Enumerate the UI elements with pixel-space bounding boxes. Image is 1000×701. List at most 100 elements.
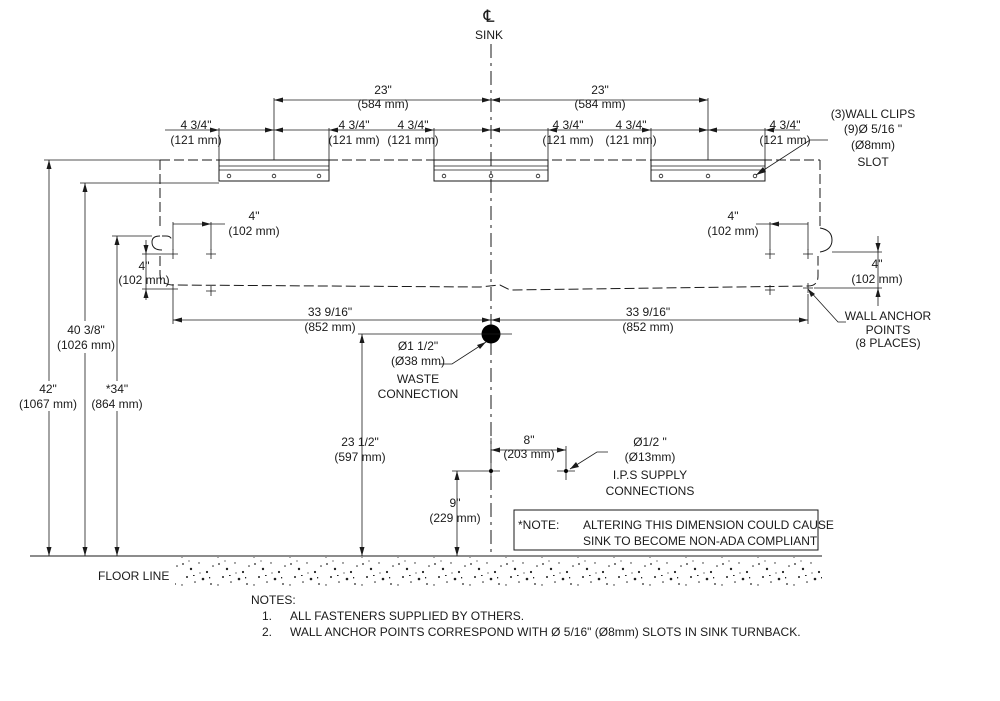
waste-connection — [470, 324, 512, 344]
svg-text:9": 9" — [450, 496, 461, 510]
dim-4-left-horizontal: 4" (102 mm) — [172, 209, 280, 250]
svg-text:40 3/8": 40 3/8" — [67, 323, 105, 337]
waste-callout: Ø1 1/2" (Ø38 mm) WASTE CONNECTION — [378, 339, 487, 401]
svg-text:Ø1/2 ": Ø1/2 " — [633, 435, 667, 449]
svg-text:4": 4" — [139, 259, 150, 273]
svg-text:(121 mm): (121 mm) — [387, 133, 438, 147]
svg-text:(1067 mm): (1067 mm) — [19, 397, 77, 411]
svg-text:(864 mm): (864 mm) — [91, 397, 142, 411]
svg-text:*34": *34" — [106, 382, 128, 396]
note-label: *NOTE: — [518, 518, 559, 532]
floor-line-label: FLOOR LINE — [98, 569, 169, 583]
svg-text:4": 4" — [872, 257, 883, 271]
ada-note-box: *NOTE: ALTERING THIS DIMENSION COULD CAU… — [513, 509, 834, 551]
centerline-label: SINK — [475, 28, 503, 42]
dim-height-23: 23 1/2" (597 mm) — [334, 333, 470, 556]
svg-text:(852 mm): (852 mm) — [304, 320, 355, 334]
svg-text:Ø1 1/2": Ø1 1/2" — [398, 339, 438, 353]
notes-heading: NOTES: — [251, 593, 296, 607]
svg-text:4 3/4": 4 3/4" — [181, 118, 212, 132]
dim-4-right-vertical: 4" (102 mm) — [814, 236, 903, 306]
svg-text:(229 mm): (229 mm) — [429, 511, 480, 525]
svg-text:23": 23" — [374, 83, 392, 97]
wall-clip-right — [650, 159, 766, 182]
dim-height-34: *34" (864 mm) — [91, 235, 152, 556]
svg-text:4 3/4": 4 3/4" — [339, 118, 370, 132]
svg-text:WALL ANCHOR: WALL ANCHOR — [845, 309, 932, 323]
svg-text:(102 mm): (102 mm) — [707, 224, 758, 238]
note-2-number: 2. — [262, 625, 272, 639]
svg-text:(102 mm): (102 mm) — [118, 273, 169, 287]
centerline: ℄ SINK — [475, 7, 503, 556]
svg-text:(102 mm): (102 mm) — [851, 272, 902, 286]
svg-text:(1026 mm): (1026 mm) — [57, 338, 115, 352]
svg-text:4 3/4": 4 3/4" — [770, 118, 801, 132]
svg-text:23 1/2": 23 1/2" — [341, 435, 379, 449]
svg-text:(584 mm): (584 mm) — [574, 97, 625, 111]
note-2-text: WALL ANCHOR POINTS CORRESPOND WITH Ø 5/1… — [290, 625, 801, 639]
svg-text:(203 mm): (203 mm) — [503, 447, 554, 461]
svg-text:33 9/16": 33 9/16" — [308, 305, 352, 319]
svg-text:(Ø13mm): (Ø13mm) — [625, 450, 676, 464]
dim-height-42: 42" (1067 mm) — [19, 159, 160, 556]
note-1-text: ALL FASTENERS SUPPLIED BY OTHERS. — [290, 609, 524, 623]
dim-4-right-horizontal: 4" (102 mm) — [707, 209, 809, 250]
dim-clip-segment-2: 4 3/4" (121 mm) — [328, 118, 379, 147]
dim-clip-segment-5: 4 3/4" (121 mm) — [605, 118, 656, 147]
svg-text:4 3/4": 4 3/4" — [553, 118, 584, 132]
svg-text:(584 mm): (584 mm) — [357, 97, 408, 111]
dim-width-8: 8" (203 mm) — [490, 433, 567, 462]
svg-text:(Ø38 mm): (Ø38 mm) — [391, 354, 445, 368]
svg-text:(3)WALL CLIPS: (3)WALL CLIPS — [831, 107, 915, 121]
svg-text:(121 mm): (121 mm) — [170, 133, 221, 147]
dim-clip-segment-3: 4 3/4" (121 mm) — [387, 118, 438, 147]
svg-text:(Ø8mm): (Ø8mm) — [851, 138, 895, 152]
svg-text:(852 mm): (852 mm) — [622, 320, 673, 334]
svg-text:33 9/16": 33 9/16" — [626, 305, 670, 319]
wall-clip-center — [433, 159, 549, 182]
dim-height-40: 40 3/8" (1026 mm) — [57, 182, 219, 556]
svg-text:(597 mm): (597 mm) — [334, 450, 385, 464]
top-dimensions — [165, 97, 800, 160]
note-1-number: 1. — [262, 609, 272, 623]
floor: FLOOR LINE — [30, 555, 822, 586]
svg-text:SLOT: SLOT — [857, 155, 889, 169]
svg-text:(121 mm): (121 mm) — [542, 133, 593, 147]
svg-text:CONNECTIONS: CONNECTIONS — [606, 484, 695, 498]
anchor-points — [168, 249, 813, 296]
dim-23-right: 23" (584 mm) — [574, 83, 625, 111]
svg-text:WASTE: WASTE — [397, 372, 439, 386]
notes: NOTES: 1. ALL FASTENERS SUPPLIED BY OTHE… — [251, 593, 801, 639]
svg-text:42": 42" — [39, 382, 57, 396]
svg-text:(121 mm): (121 mm) — [759, 133, 810, 147]
svg-text:(121 mm): (121 mm) — [328, 133, 379, 147]
svg-text:CONNECTION: CONNECTION — [378, 387, 459, 401]
supply-callout: Ø1/2 " (Ø13mm) I.P.S SUPPLY CONNECTIONS — [569, 435, 695, 498]
dim-4-left-vertical: 4" (102 mm) — [118, 240, 170, 300]
note-line-1: ALTERING THIS DIMENSION COULD CAUSE — [583, 518, 834, 532]
supply-connections — [482, 462, 575, 480]
wall-clip-left — [218, 159, 330, 182]
centerline-symbol: ℄ — [483, 7, 495, 26]
svg-text:(121 mm): (121 mm) — [605, 133, 656, 147]
svg-text:(102 mm): (102 mm) — [228, 224, 279, 238]
svg-text:8": 8" — [524, 433, 535, 447]
svg-text:23": 23" — [591, 83, 609, 97]
svg-text:I.P.S SUPPLY: I.P.S SUPPLY — [613, 468, 687, 482]
dim-clip-segment-1: 4 3/4" (121 mm) — [170, 118, 221, 147]
dim-height-9: 9" (229 mm) — [429, 470, 482, 556]
dim-33-left: 33 9/16" (852 mm) — [172, 294, 809, 334]
svg-text:4": 4" — [728, 209, 739, 223]
dim-clip-segment-4: 4 3/4" (121 mm) — [542, 118, 593, 147]
svg-text:(9)Ø 5/16 ": (9)Ø 5/16 " — [844, 122, 902, 136]
svg-text:4": 4" — [249, 209, 260, 223]
anchor-points-callout: WALL ANCHOR POINTS (8 PLACES) — [807, 288, 932, 350]
note-line-2: SINK TO BECOME NON-ADA COMPLIANT — [583, 534, 818, 548]
dim-23-left: 23" (584 mm) — [357, 83, 408, 111]
svg-text:4 3/4": 4 3/4" — [616, 118, 647, 132]
dim-clip-segment-6: 4 3/4" (121 mm) — [759, 118, 810, 147]
svg-text:POINTS: POINTS — [866, 323, 911, 337]
dim-33-right: 33 9/16" (852 mm) — [622, 305, 673, 334]
wall-clips-callout: (3)WALL CLIPS (9)Ø 5/16 " (Ø8mm) SLOT — [755, 107, 915, 176]
